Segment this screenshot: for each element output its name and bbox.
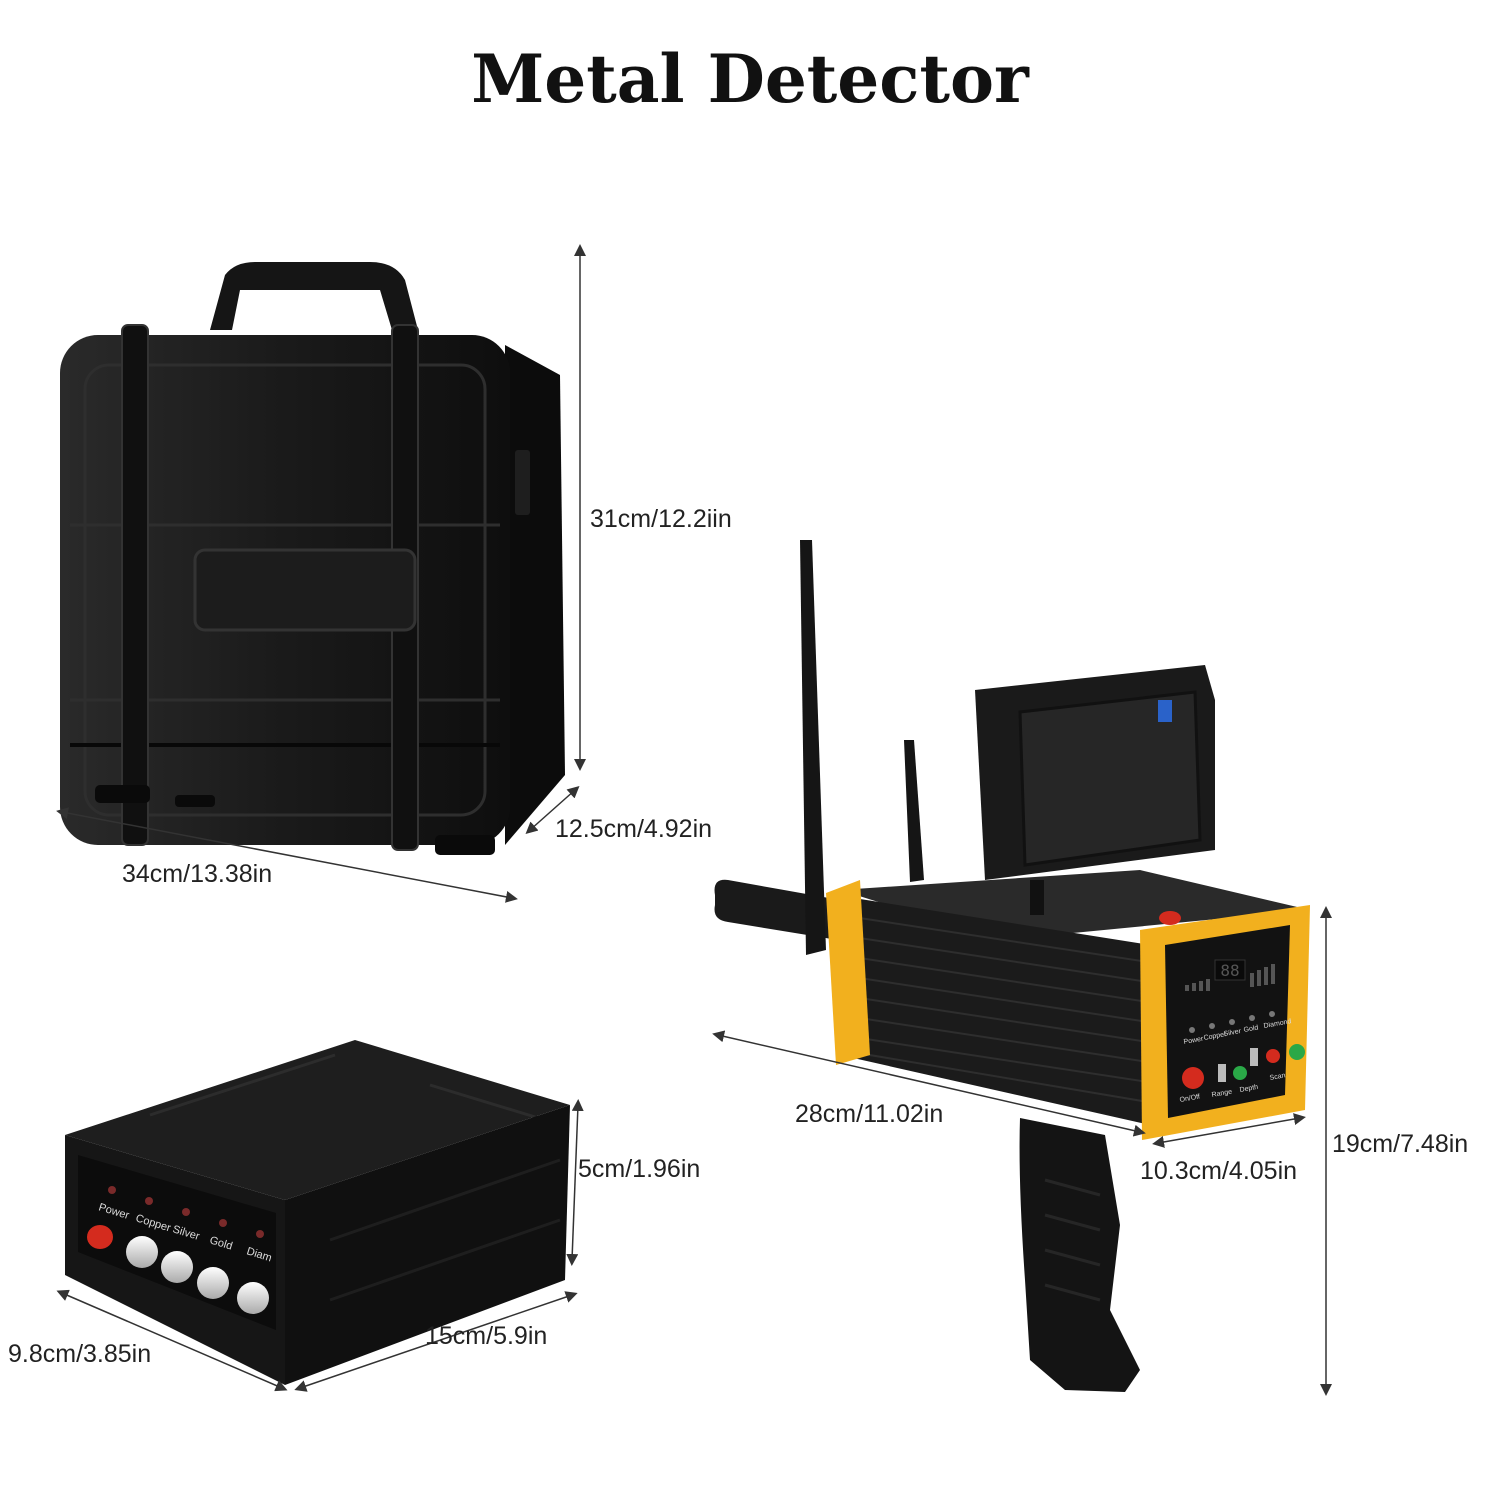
page-title: Metal Detector bbox=[471, 40, 1029, 118]
detector-indicator-led bbox=[1209, 1023, 1215, 1029]
box-height-label: 5cm/1.96in bbox=[578, 1155, 701, 1183]
detector-indicator-led bbox=[1269, 1011, 1275, 1017]
case-handle bbox=[210, 262, 418, 330]
range-switch bbox=[1218, 1064, 1226, 1082]
detector-control-label: Range bbox=[1211, 1088, 1233, 1098]
box-indicator-led bbox=[219, 1219, 227, 1227]
case-height-label: 31cm/12.2iin bbox=[590, 505, 732, 533]
box-indicator-led bbox=[256, 1230, 264, 1238]
box-indicator-led bbox=[108, 1186, 116, 1194]
case-label-plate bbox=[193, 548, 417, 632]
case-depth-label: 12.5cm/4.92in bbox=[555, 815, 713, 843]
case-width-label: 34cm/13.38in bbox=[122, 860, 273, 888]
detector-indicator-label: Diamond bbox=[1263, 1018, 1292, 1030]
monitor-screen bbox=[1018, 690, 1202, 867]
antenna-right bbox=[904, 740, 924, 882]
box-width-label: 15cm/5.9in bbox=[425, 1322, 548, 1350]
detector-indicator-label: Silver bbox=[1223, 1028, 1242, 1038]
segment-display: 88 bbox=[1220, 961, 1239, 980]
detector-width-label: 10.3cm/4.05in bbox=[1140, 1157, 1298, 1185]
scan-button-red bbox=[1266, 1049, 1280, 1063]
on-off-button bbox=[1182, 1067, 1204, 1089]
box-knob-gold bbox=[197, 1267, 229, 1299]
detector-control-label: On/Off bbox=[1179, 1094, 1200, 1104]
carrying-case bbox=[60, 262, 565, 855]
top-red-button bbox=[1159, 911, 1181, 925]
case-side bbox=[505, 345, 565, 845]
detector-control-label: Depth bbox=[1239, 1084, 1259, 1094]
detector-length-label: 28cm/11.02in bbox=[795, 1100, 944, 1128]
box-indicator-led bbox=[145, 1197, 153, 1205]
pistol-grip bbox=[1019, 1118, 1140, 1392]
detector-indicator-led bbox=[1189, 1027, 1195, 1033]
antenna-left bbox=[800, 540, 826, 955]
box-knob-diam bbox=[237, 1282, 269, 1314]
detector-height-label: 19cm/7.48in bbox=[1332, 1130, 1469, 1158]
box-depth-label: 9.8cm/3.85in bbox=[8, 1340, 152, 1368]
detector-control-label: Scan bbox=[1269, 1072, 1286, 1082]
monitor-mount bbox=[1030, 880, 1044, 915]
scan-button-green bbox=[1289, 1044, 1305, 1060]
detector-indicator-led bbox=[1249, 1015, 1255, 1021]
detector-indicator-led bbox=[1229, 1019, 1235, 1025]
detector-indicator-label: Copper bbox=[1203, 1031, 1227, 1042]
detector-indicator-label: Gold bbox=[1243, 1024, 1259, 1033]
box-indicator-led bbox=[182, 1208, 190, 1216]
box-knob-silver bbox=[161, 1251, 193, 1283]
box-power-button bbox=[87, 1225, 113, 1249]
rear-end-cap bbox=[826, 880, 870, 1065]
box-knob-copper bbox=[126, 1236, 158, 1268]
detector-indicator-label: Power bbox=[1183, 1036, 1204, 1046]
depth-knob bbox=[1233, 1066, 1247, 1080]
